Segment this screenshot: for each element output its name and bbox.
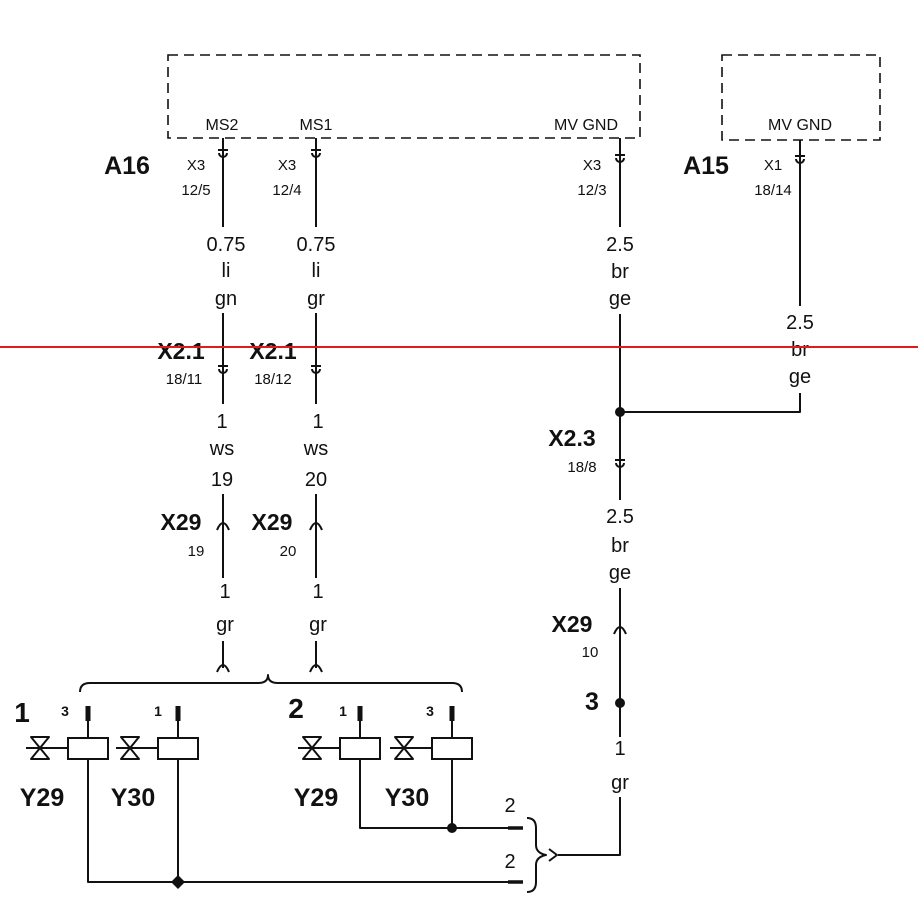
ground-merge-brace: [526, 817, 547, 893]
ground-ref-lower-label: 2: [504, 851, 515, 873]
connector-x29-ms2-pin: 19: [188, 543, 205, 560]
wire-gnd-a16-cs: 2.5: [606, 234, 634, 256]
valve-2-y30-terminal: 3: [426, 703, 434, 719]
wire-gnd-middle-cs: 2.5: [606, 506, 634, 528]
ground-merge-connector-symbol: [548, 848, 558, 862]
wire-ms1-lower-cs: 1: [312, 581, 323, 603]
connector-x29-ms1-pin: 20: [280, 543, 297, 560]
valve-1-y29-valve-icon: [26, 736, 68, 760]
valve-2-y30-coil: [431, 737, 473, 760]
wire-ms1-upper-color2: gr: [307, 288, 325, 310]
valve-1-y29-coil: [67, 737, 109, 760]
connector-x29-gnd-name: X29: [552, 611, 593, 637]
valve-1-y30-valve-icon: [116, 736, 158, 760]
wire-ms1-upper-cs: 0.75: [297, 234, 336, 256]
connector-x2-1-ms1-symbol: [311, 365, 321, 374]
a16-pin-ms2-label: MS2: [206, 117, 239, 134]
module-a15-label: A15: [683, 152, 729, 180]
connector-x3-ms1-name: X3: [278, 157, 296, 174]
wire-ms2-lower-cs: 1: [219, 581, 230, 603]
wire-gnd-a15-color1: br: [791, 339, 809, 361]
connector-x3-gnd-symbol: [615, 154, 625, 163]
wire-ms1-middle-color: ws: [303, 438, 328, 460]
valve-1-y30-name: Y30: [111, 784, 155, 812]
valve-2-y29-valve-icon: [298, 736, 340, 760]
connector-x29-ms1-symbol: [309, 522, 323, 531]
connector-x1-gnd-pin: 18/14: [754, 182, 792, 199]
wire-gnd-a16-color1: br: [611, 261, 629, 283]
wire-gnd-middle-color2: ge: [609, 562, 631, 584]
connector-x3-gnd-name: X3: [583, 157, 601, 174]
wire-return-group-1: [87, 759, 508, 883]
valve-1-y30-terminal: 1: [154, 703, 162, 719]
splice-3-dot: [615, 698, 625, 708]
wire-ms2-middle-cs: 1: [216, 411, 227, 433]
junction-group-1-diamond: [171, 875, 185, 889]
connector-x2-1-ms1-pin: 18/12: [254, 371, 292, 388]
connector-valve-ms2-symbol: [216, 664, 230, 673]
connector-valve-ms1-symbol: [309, 664, 323, 673]
connector-x1-gnd-name: X1: [764, 157, 782, 174]
wire-ms2-upper-color2: gn: [215, 288, 237, 310]
valve-2-y30-valve-icon: [390, 736, 432, 760]
connector-x29-gnd-pin: 10: [582, 644, 599, 661]
valve-1-y29-name: Y29: [20, 784, 64, 812]
connector-x3-gnd-pin: 12/3: [577, 182, 606, 199]
valve-2-y30-name: Y30: [385, 784, 429, 812]
ground-ref-upper-label: 2: [504, 795, 515, 817]
connector-x3-ms1-pin: 12/4: [272, 182, 301, 199]
module-a16-label: A16: [104, 152, 150, 180]
connector-x2-1-ms2-symbol: [218, 365, 228, 374]
wire-gnd-a15-color2: ge: [789, 366, 811, 388]
wire-gnd-middle-color1: br: [611, 535, 629, 557]
wire-ms2-middle-color: ws: [209, 438, 234, 460]
wire-ms1-middle-number: 20: [305, 469, 327, 491]
wire-ms2-middle-number: 19: [211, 469, 233, 491]
wire-gnd-lower-cs: 1: [614, 738, 625, 760]
a15-pin-mv-gnd-label: MV GND: [768, 117, 832, 134]
connector-x2-3-gnd-pin: 18/8: [567, 459, 596, 476]
connector-x29-ms1-name: X29: [252, 509, 293, 535]
connector-x29-ms2-name: X29: [161, 509, 202, 535]
wire-gnd-a16-color2: ge: [609, 288, 631, 310]
wire-ms2-upper-cs: 0.75: [207, 234, 246, 256]
wire-gnd-a15-cs: 2.5: [786, 312, 814, 334]
connector-x29-ms2-symbol: [216, 522, 230, 531]
wire-ms2-upper-color1: li: [222, 260, 231, 282]
wire-ms1-lower-color: gr: [309, 614, 327, 636]
valve-2-y29-terminal: 1: [339, 703, 347, 719]
splice-3-label: 3: [585, 688, 599, 716]
a16-pin-ms1-label: MS1: [300, 117, 333, 134]
module-a16-box: [167, 54, 641, 139]
valve-group-brace: [79, 674, 463, 693]
connector-x2-3-gnd-name: X2.3: [548, 425, 595, 451]
wire-ms1-upper-color1: li: [312, 260, 321, 282]
connector-x2-1-ms1-name: X2.1: [249, 338, 297, 364]
connector-x1-gnd-symbol: [795, 155, 805, 164]
connector-x2-1-ms2-name: X2.1: [157, 338, 205, 364]
valve-2-y29-name: Y29: [294, 784, 338, 812]
connector-x2-3-gnd-symbol: [615, 459, 625, 468]
wire-gnd-lower-color: gr: [611, 772, 629, 794]
junction-group-2-dot: [447, 823, 457, 833]
wire-return-group-2: [359, 759, 508, 829]
wire-gnd-a15: [620, 140, 801, 413]
connector-x3-ms1-symbol: [311, 149, 321, 158]
a16-pin-mv-gnd-label: MV GND: [554, 117, 618, 134]
junction-gnd-dot: [615, 407, 625, 417]
valve-group-1-label: 1: [14, 697, 30, 728]
connector-x3-ms2-name: X3: [187, 157, 205, 174]
valve-group-2-label: 2: [288, 693, 304, 724]
connector-x3-ms2-symbol: [218, 149, 228, 158]
wire-ms1-middle-cs: 1: [312, 411, 323, 433]
connector-x3-ms2-pin: 12/5: [181, 182, 210, 199]
valve-2-y29-coil: [339, 737, 381, 760]
valve-1-y30-coil: [157, 737, 199, 760]
connector-x29-gnd-symbol: [613, 626, 627, 635]
connector-x2-1-ms2-pin: 18/11: [166, 371, 202, 388]
wire-ms2-lower-color: gr: [216, 614, 234, 636]
valve-1-y29-terminal: 3: [61, 703, 69, 719]
